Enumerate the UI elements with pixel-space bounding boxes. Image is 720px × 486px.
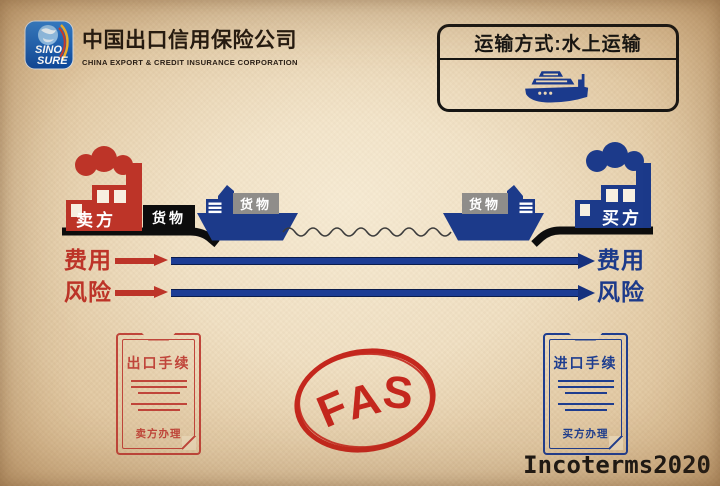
buyer-dock-ground (531, 226, 653, 247)
ship-left (197, 185, 298, 241)
import-document-inner: 进口手续 买方办理 (549, 339, 623, 450)
transport-mode-title: 运输方式:水上运输 (440, 27, 676, 60)
export-document-handler: 卖方办理 (135, 428, 182, 440)
goods-box-ship-left: 货物 (233, 193, 279, 214)
logo-text-sure: SURE (37, 55, 68, 67)
ship-left-stripes (208, 202, 222, 214)
logo-text-sino: SINO (35, 44, 62, 56)
folded-corner-icon (608, 435, 623, 450)
risk-blue-arrow-head (578, 284, 595, 301)
ship-icon (525, 70, 589, 102)
goods-box-ship-right: 货物 (462, 193, 508, 214)
incoterms-brand: Incoterms2020 (523, 451, 711, 479)
export-document-inner: 出口手续 卖方办理 (122, 339, 196, 450)
cost-blue-arrow-line (171, 256, 578, 265)
seller-label: 卖方 (76, 211, 116, 230)
import-document-handler: 买方办理 (562, 428, 609, 440)
cost-red-arrow-head (154, 254, 168, 266)
folded-corner-icon (181, 435, 196, 450)
cost-blue-arrow-head (578, 252, 595, 269)
export-document-title: 出口手续 (126, 355, 191, 371)
company-name-cn: 中国出口信用保险公司 (82, 29, 297, 52)
ship-right-stripes (519, 202, 533, 214)
transport-mode-box: 运输方式:水上运输 (437, 24, 679, 112)
risk-label-right: 风险 (597, 279, 645, 305)
export-procedures-document: 出口手续 卖方办理 (116, 332, 201, 455)
seller-dock-ground (62, 227, 220, 248)
company-name-en: CHINA EXPORT & CREDIT INSURANCE CORPORAT… (82, 58, 298, 67)
risk-label-left: 风险 (64, 279, 112, 305)
buyer-label: 买方 (602, 209, 642, 228)
import-document-title: 进口手续 (553, 355, 618, 371)
cost-label-left: 费用 (64, 247, 112, 273)
risk-blue-arrow-line (171, 288, 578, 297)
risk-red-arrow-line (115, 290, 154, 296)
risk-red-arrow-head (154, 286, 168, 298)
cost-label-right: 费用 (597, 247, 645, 273)
water-wave (282, 227, 452, 237)
sinosure-logo: SINO SURE (24, 20, 74, 70)
stamp-letter-s: S (380, 365, 416, 419)
cost-red-arrow-line (115, 258, 154, 264)
fas-stamp: F A S (286, 338, 444, 463)
scene-graphic (62, 142, 653, 248)
goods-box-dock: 货物 (143, 205, 195, 231)
company-title-block: 中国出口信用保险公司 CHINA EXPORT & CREDIT INSURAN… (82, 24, 402, 67)
stamp-text: F A S (287, 339, 443, 463)
import-procedures-document: 进口手续 买方办理 (543, 332, 628, 455)
